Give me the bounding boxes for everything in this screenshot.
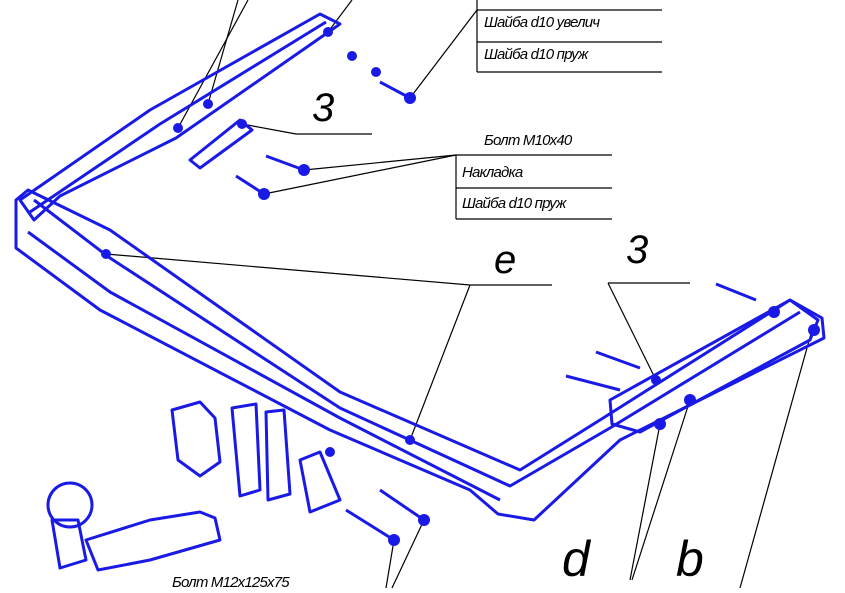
callout-spring-washer-top: Шайба d10 пруж xyxy=(484,46,588,63)
marker-three-right: 3 xyxy=(626,228,649,272)
marker-e: e xyxy=(494,238,517,282)
fastener-heads xyxy=(101,27,820,546)
callout-spring-washer-middle: Шайба d10 пруж xyxy=(462,195,566,212)
leader-lines xyxy=(105,0,813,589)
callout-bolt-m10x40: Болт М10х40 xyxy=(484,132,572,149)
marker-d: d xyxy=(562,531,590,587)
marker-three-upper: 3 xyxy=(312,86,335,130)
towbar-frame xyxy=(14,12,826,572)
callout-bolt-m12: Болт М12х125х75 xyxy=(172,574,290,591)
marker-b: b xyxy=(676,531,704,587)
callout-washer-enlarged: Шайба d10 увелич xyxy=(484,14,600,31)
callout-plate: Накладка xyxy=(462,164,523,181)
